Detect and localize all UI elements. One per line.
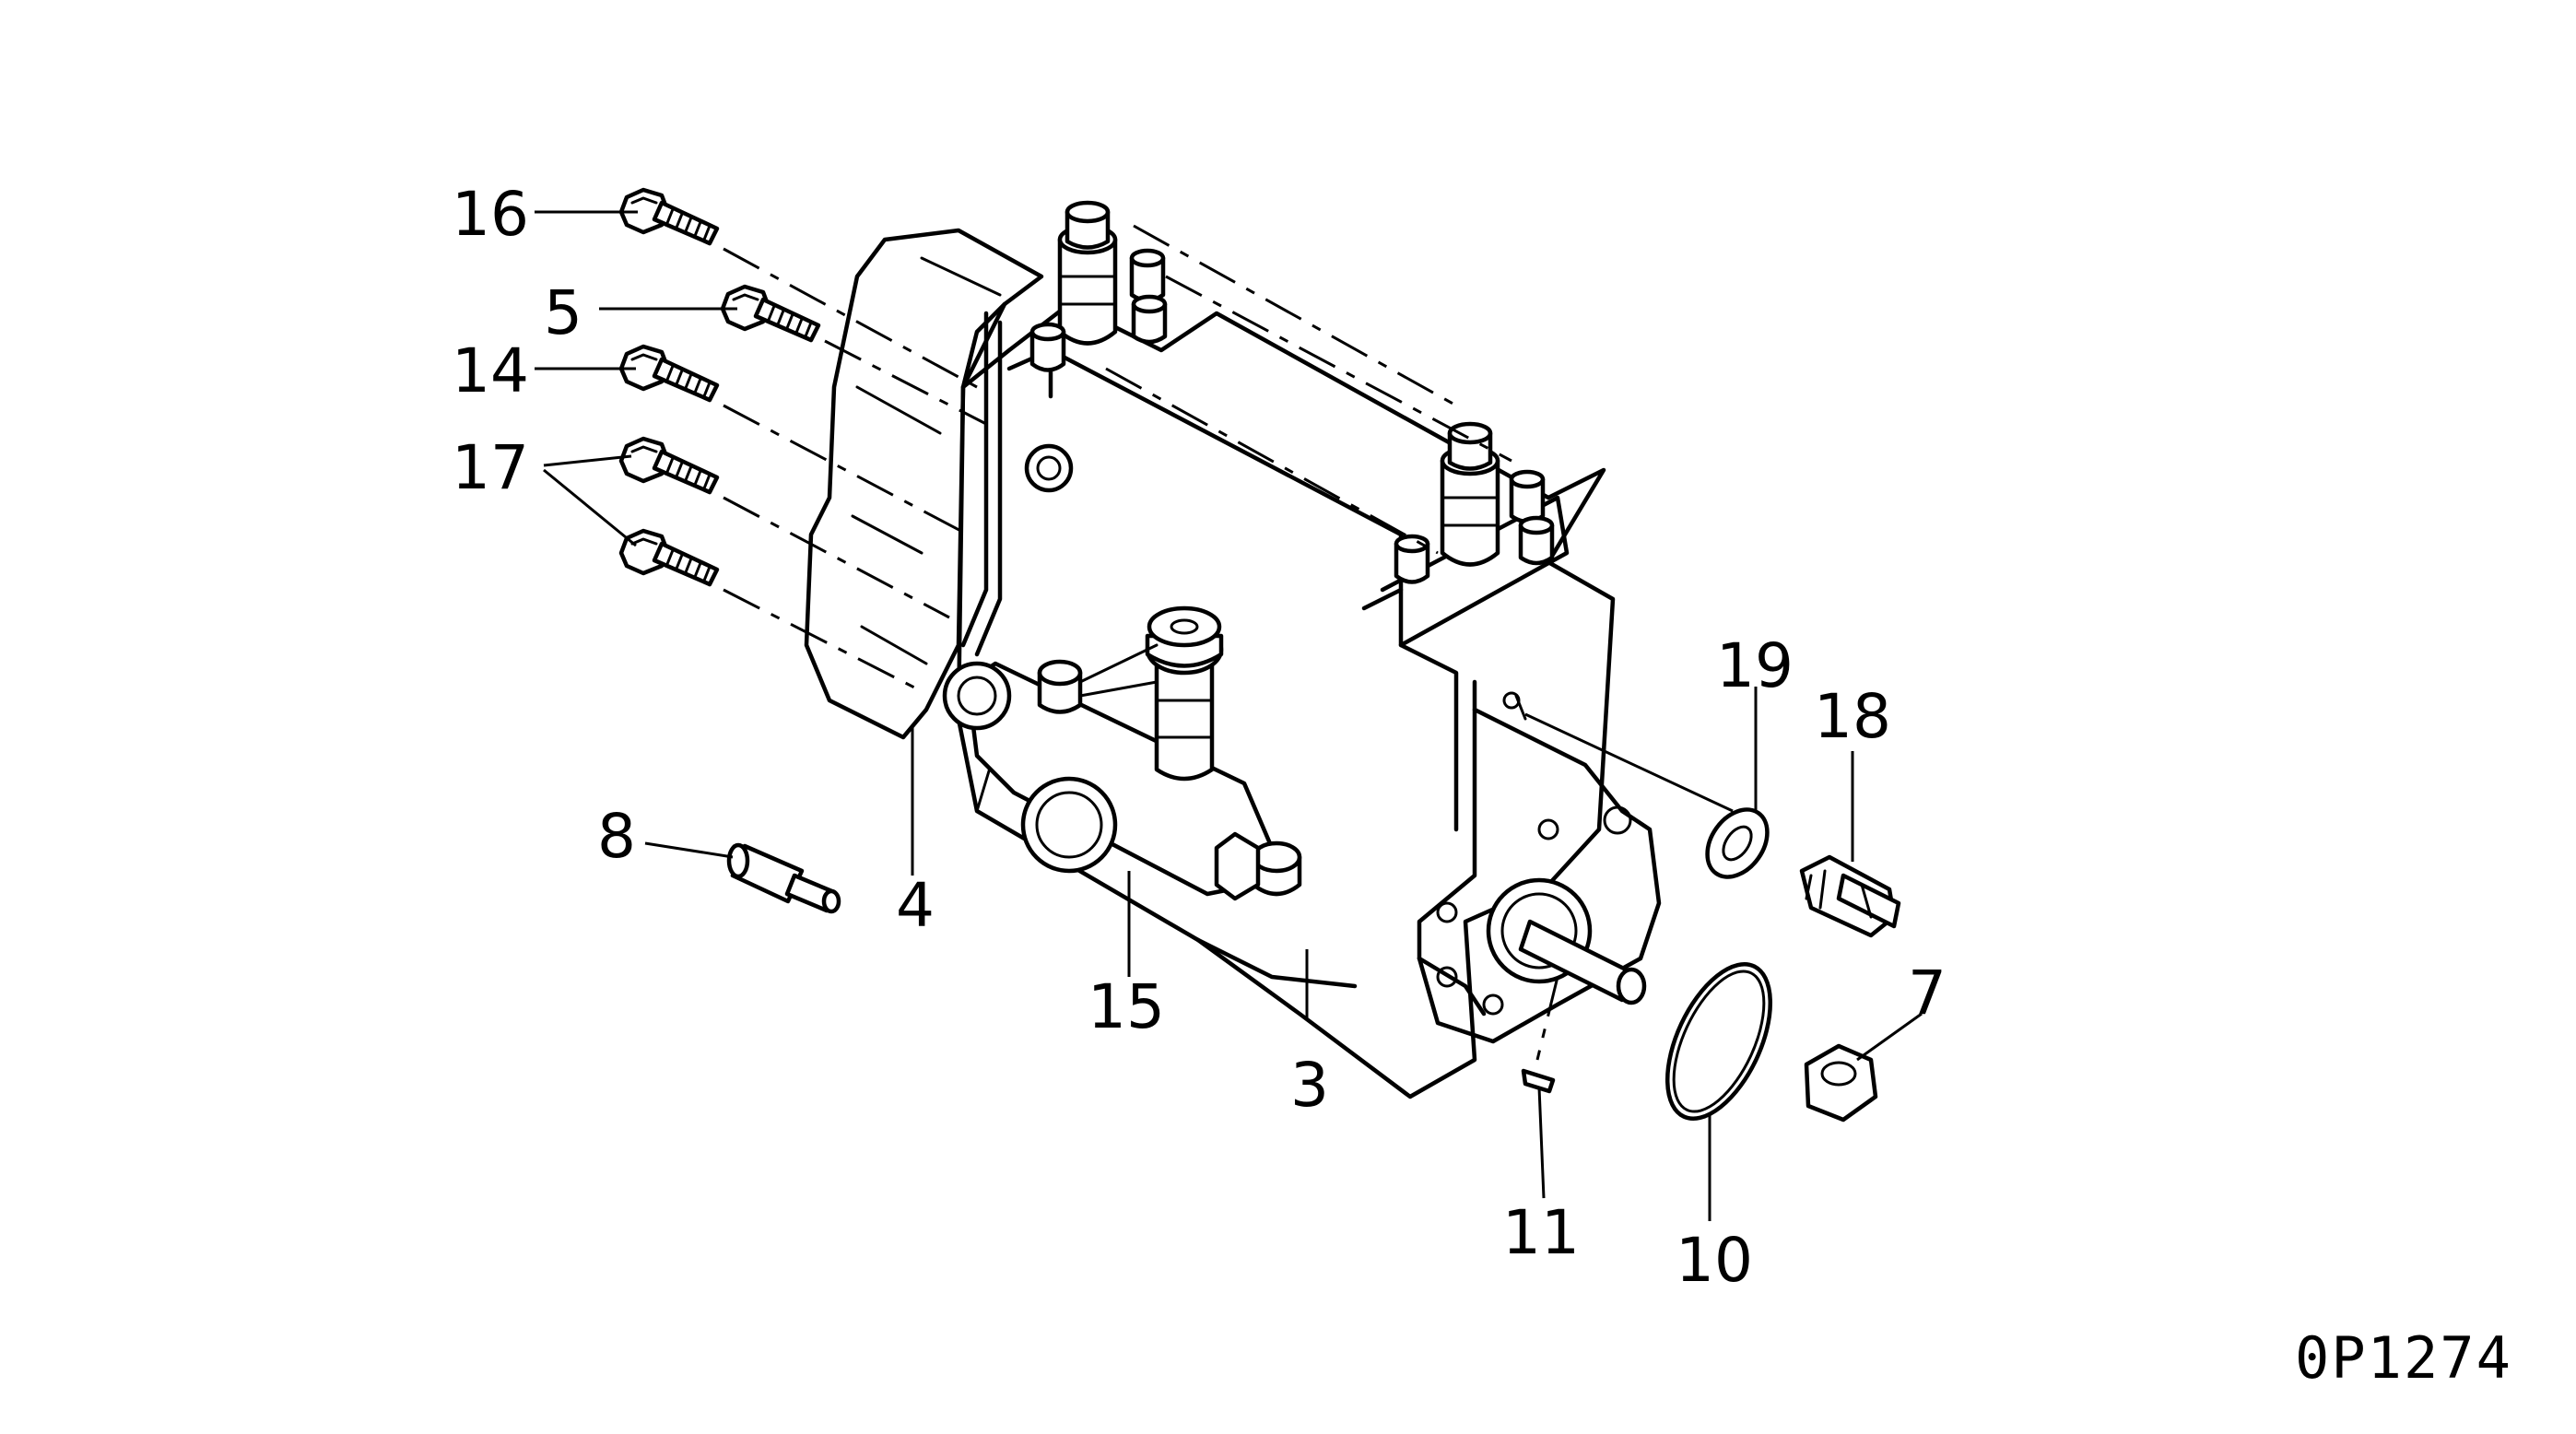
callout-7: 7 <box>1908 958 1947 1028</box>
callout-15: 15 <box>1088 971 1165 1042</box>
callout-16: 16 <box>452 179 529 250</box>
callout-8: 8 <box>597 801 636 872</box>
callout-5: 5 <box>544 277 582 348</box>
callout-4: 4 <box>896 870 935 941</box>
drawing-code: 0P1274 <box>2295 1324 2512 1392</box>
feed-pump-assembly <box>942 605 1302 901</box>
pin-8 <box>726 842 841 914</box>
drive-flange <box>1417 691 1662 1044</box>
bolt-17-upper <box>621 439 717 492</box>
callout-3: 3 <box>1290 1050 1329 1121</box>
bolt-17-lower <box>621 531 717 584</box>
callout-11: 11 <box>1502 1197 1580 1268</box>
bolt-16 <box>621 190 717 243</box>
o-ring-10 <box>1664 961 1773 1122</box>
callout-14: 14 <box>452 335 529 406</box>
plug-bolt-18 <box>1799 854 1901 938</box>
callout-18: 18 <box>1814 681 1891 752</box>
nut-7 <box>1804 1043 1878 1123</box>
callout-10: 10 <box>1676 1225 1753 1296</box>
key-11 <box>1521 976 1559 1094</box>
delivery-valve-holder-front <box>1394 421 1555 584</box>
bolt-5 <box>723 287 818 340</box>
callout-19: 19 <box>1716 630 1794 701</box>
leader-lines <box>535 210 1923 1221</box>
bolt-14 <box>621 347 717 400</box>
washer-19 <box>1705 807 1770 879</box>
callout-17: 17 <box>452 432 529 503</box>
delivery-valve-holder-rear <box>1029 200 1168 372</box>
